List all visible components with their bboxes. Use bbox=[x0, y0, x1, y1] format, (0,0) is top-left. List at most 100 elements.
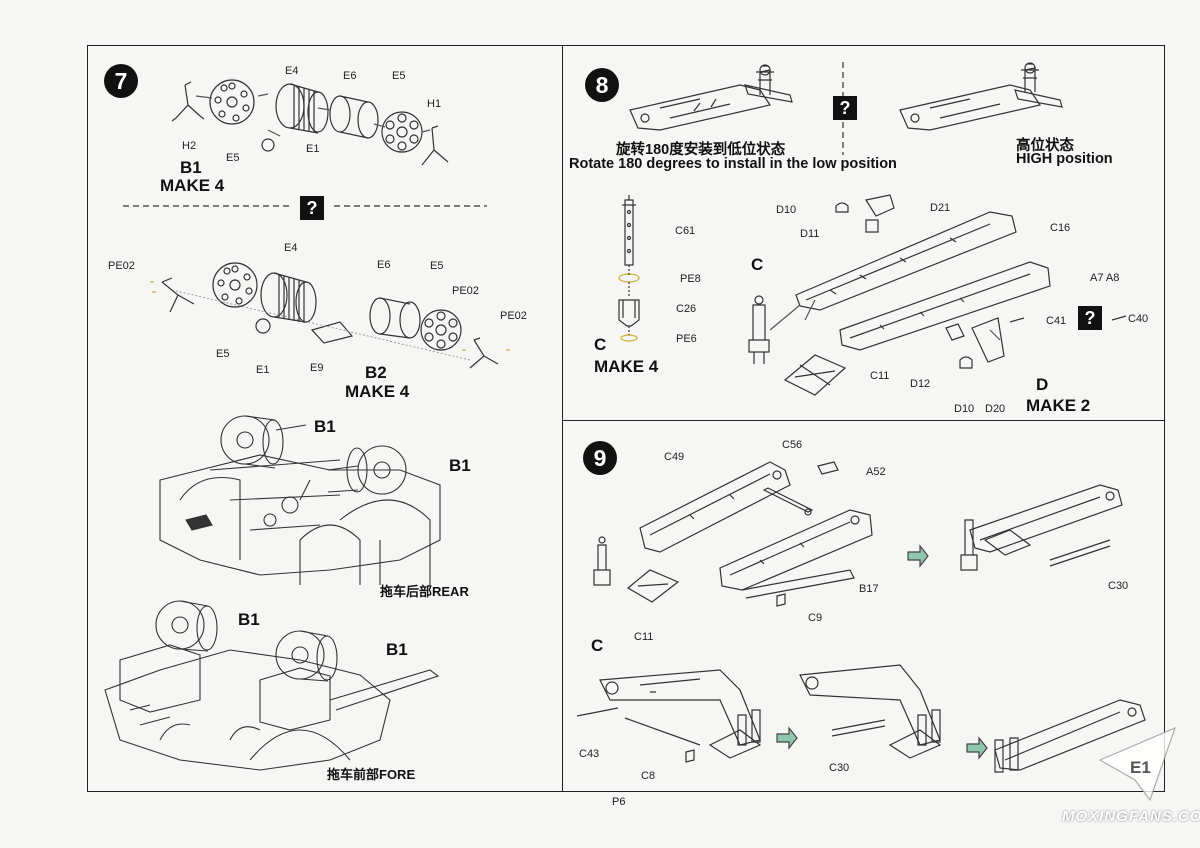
label-e4: E4 bbox=[285, 65, 299, 77]
step-9-row2-c bbox=[994, 699, 1146, 773]
label-d12: D12 bbox=[910, 378, 931, 390]
low-position-en: Rotate 180 degrees to install in the low… bbox=[569, 156, 897, 172]
label-c49: C49 bbox=[664, 451, 685, 463]
rear-caption: 拖车后部REAR bbox=[380, 584, 469, 599]
e9-plate bbox=[310, 321, 354, 344]
vertical-divider bbox=[562, 45, 563, 792]
assembly-c-label: C bbox=[751, 255, 764, 274]
e1-cap-bottom bbox=[255, 318, 271, 334]
step-8-high-assembly bbox=[899, 62, 1063, 131]
assembly-d-label: D bbox=[1036, 375, 1049, 394]
label-a7-a8: A7 A8 bbox=[1090, 272, 1120, 284]
trailer-rear-drawing bbox=[159, 415, 441, 585]
step-7-badge: 7 bbox=[104, 64, 138, 98]
instruction-frame bbox=[87, 45, 1165, 792]
label-pe8: PE8 bbox=[680, 273, 701, 285]
label-d11: D11 bbox=[800, 228, 820, 240]
label-pe02: PE02 bbox=[108, 260, 135, 272]
callout-b1: B1 bbox=[238, 610, 260, 629]
watermark-logo bbox=[1098, 726, 1177, 802]
make-2-label: MAKE 2 bbox=[1026, 396, 1091, 415]
step-9-badge: 9 bbox=[583, 441, 617, 475]
step-8-badge: 8 bbox=[585, 68, 619, 102]
make-4-label: MAKE 4 bbox=[345, 382, 410, 401]
label-c8: C8 bbox=[641, 770, 656, 782]
assembly-c-label: C bbox=[591, 636, 604, 655]
label-c11: C11 bbox=[634, 631, 654, 643]
label-e9: E9 bbox=[310, 362, 324, 374]
assembly-e1-label: E1 bbox=[1130, 758, 1151, 777]
label-h1: H1 bbox=[427, 98, 442, 110]
question-icon: ? bbox=[833, 96, 857, 120]
label-c9: C9 bbox=[808, 612, 823, 624]
h2-leg bbox=[171, 81, 205, 122]
flow-arrow-2 bbox=[776, 726, 798, 750]
e5-wheel-bottom bbox=[212, 262, 258, 308]
label-c43: C43 bbox=[579, 748, 600, 760]
e4-spring-top bbox=[275, 83, 329, 134]
fore-caption: 拖车前部FORE bbox=[327, 767, 416, 782]
trailer-fore-drawing bbox=[104, 600, 440, 771]
label-e5: E5 bbox=[216, 348, 230, 360]
label-pe02: PE02 bbox=[500, 310, 527, 322]
label-c56: C56 bbox=[782, 439, 803, 451]
question-icon: ? bbox=[1078, 306, 1102, 330]
high-position-en: HIGH position bbox=[1016, 151, 1113, 167]
pe02-leg-left bbox=[150, 277, 195, 313]
label-e6: E6 bbox=[377, 259, 391, 271]
e4-spring-bottom bbox=[260, 272, 317, 323]
assembly-b2-label: B2 bbox=[365, 363, 387, 382]
subassembly-c-drawing bbox=[618, 195, 640, 342]
assembly-c-label: C bbox=[594, 335, 607, 354]
label-e5: E5 bbox=[430, 260, 444, 272]
flow-arrow-3 bbox=[966, 736, 988, 760]
subassembly-d-drawing bbox=[748, 194, 1127, 396]
e6-sleeve-top bbox=[329, 95, 379, 139]
label-c41: C41 bbox=[1046, 315, 1067, 327]
label-d20: D20 bbox=[985, 403, 1006, 415]
label-e4: E4 bbox=[284, 242, 298, 254]
e5-drum-top bbox=[381, 111, 423, 153]
label-d21: D21 bbox=[930, 202, 951, 214]
label-c16: C16 bbox=[1050, 222, 1071, 234]
label-e6: E6 bbox=[343, 70, 357, 82]
e1-cap-top bbox=[261, 138, 275, 152]
e5-wheel-top bbox=[209, 79, 255, 125]
label-e5: E5 bbox=[226, 152, 240, 164]
label-c30: C30 bbox=[1108, 580, 1129, 592]
page-number: P6 bbox=[612, 796, 626, 808]
h1-leg bbox=[421, 125, 449, 166]
e5-drum-bottom bbox=[420, 309, 462, 351]
assembly-b1-label: B1 bbox=[180, 158, 202, 177]
step-9-parts bbox=[593, 461, 873, 607]
label-h2: H2 bbox=[182, 140, 197, 152]
make-4-label: MAKE 4 bbox=[160, 176, 225, 195]
label-c26: C26 bbox=[676, 303, 697, 315]
flow-arrow-1 bbox=[907, 544, 929, 568]
label-c11: C11 bbox=[870, 370, 890, 382]
question-icon: ? bbox=[300, 196, 324, 220]
label-d10: D10 bbox=[954, 403, 975, 415]
label-pe6: PE6 bbox=[676, 333, 697, 345]
label-e1: E1 bbox=[256, 364, 270, 376]
e6-sleeve-bottom bbox=[369, 297, 421, 339]
high-position-cn: 高位状态 bbox=[1016, 138, 1074, 154]
low-position-cn: 旋转180度安装到低位状态 bbox=[616, 142, 786, 158]
label-d10: D10 bbox=[776, 204, 797, 216]
step-9-row2-a bbox=[576, 669, 762, 763]
label-b17: B17 bbox=[859, 583, 879, 595]
label-e5: E5 bbox=[392, 70, 406, 82]
label-c61: C61 bbox=[675, 225, 696, 237]
label-a52: A52 bbox=[866, 466, 886, 478]
watermark-text: MOXINGFANS.COM bbox=[1062, 808, 1200, 825]
step-8-low-assembly bbox=[629, 64, 793, 131]
callout-b1: B1 bbox=[314, 417, 336, 436]
step-9-result-1 bbox=[960, 484, 1123, 571]
label-c30: C30 bbox=[829, 762, 850, 774]
callout-b1: B1 bbox=[386, 640, 408, 659]
pe02-leg-right bbox=[462, 337, 510, 369]
label-e1: E1 bbox=[306, 143, 320, 155]
make-4-label: MAKE 4 bbox=[594, 357, 659, 376]
